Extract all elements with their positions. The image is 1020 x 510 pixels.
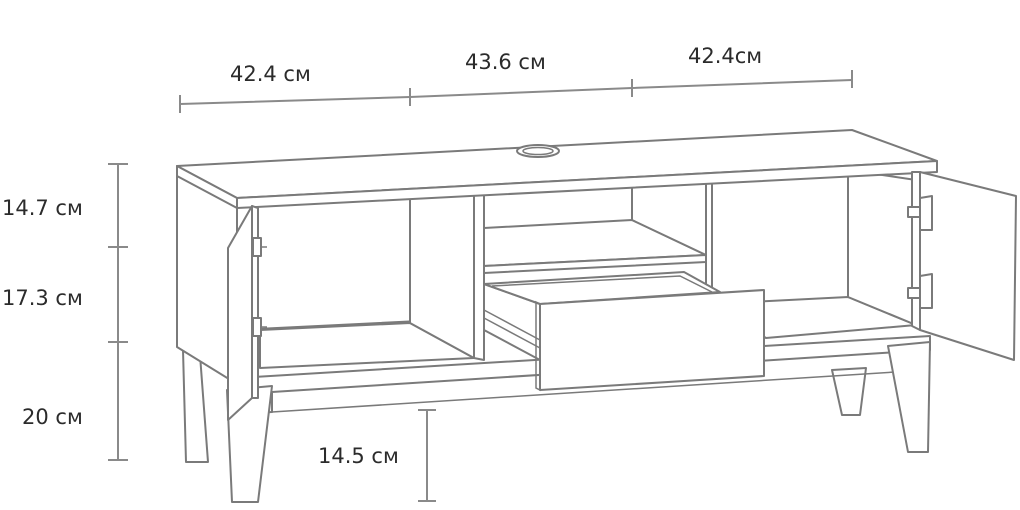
base-rail-bottom [271, 371, 896, 413]
drawer-front[interactable] [539, 289, 765, 391]
clearance-label: 14.5 см [318, 444, 399, 468]
left-door[interactable] [227, 205, 267, 421]
height-middle-label: 17.3 см [2, 286, 83, 310]
height-bottom-label: 20 см [22, 405, 83, 429]
back-right-leg [831, 367, 867, 416]
drawer-box-inner-edge [491, 275, 713, 293]
drawer[interactable] [483, 271, 765, 392]
drawer-front-edge [535, 300, 541, 392]
front-right-leg [887, 341, 931, 453]
width-dimension: 42.4 см 43.6 см 42.4см [179, 44, 853, 113]
width-center-label: 43.6 см [465, 50, 546, 74]
height-top-label: 14.7 см [2, 196, 83, 220]
cable-hole-inner [522, 146, 554, 156]
right-inner-side [847, 169, 917, 326]
left-divider-front [473, 189, 485, 361]
tv-cabinet [176, 129, 1017, 503]
right-door-panel[interactable] [919, 171, 1017, 361]
right-door-hinge-plate-top [907, 206, 921, 218]
back-left-leg [182, 349, 209, 463]
right-door-hinge-top [919, 195, 933, 231]
width-right-label: 42.4см [688, 44, 762, 68]
left-door-hinge-bottom [252, 317, 262, 337]
right-door[interactable] [907, 171, 1017, 361]
left-door-hinge-top [252, 237, 262, 257]
right-door-edge [911, 171, 921, 331]
clearance-dimension: 14.5 см [318, 409, 436, 502]
top-panel-left-edge [176, 165, 238, 209]
right-door-hinge-bottom [919, 273, 933, 309]
width-dimension-line [179, 79, 853, 105]
left-door-edge [251, 205, 259, 399]
drawer-slide [483, 309, 541, 349]
width-left-label: 42.4 см [230, 62, 311, 86]
right-door-hinge-plate-bottom [907, 287, 921, 299]
height-dimension: 14.7 см 17.3 см 20 см [2, 163, 128, 461]
